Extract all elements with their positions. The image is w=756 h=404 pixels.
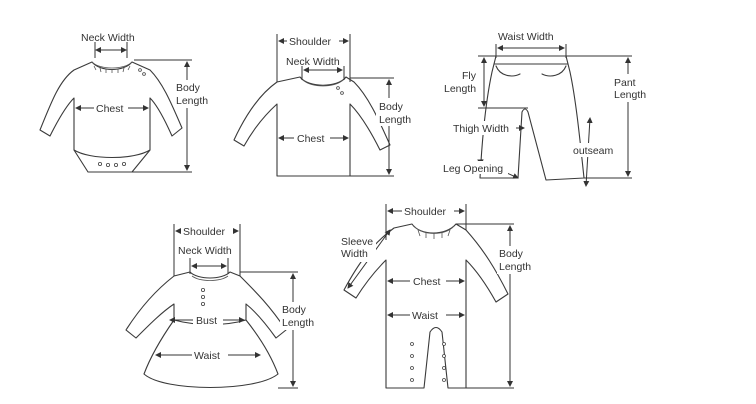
bodysuit-body-length-label-1: Body (176, 82, 201, 94)
bodysuit-figure: Neck Width Body Length Chest (39, 32, 214, 173)
top-body-length-label-2: Length (379, 114, 411, 126)
romper-snap (410, 378, 414, 382)
bodysuit-body-length-label-2: Length (176, 95, 208, 107)
romper-sleeve-width-label-2: Width (341, 248, 368, 260)
pants-leg-opening-label: Leg Opening (443, 163, 503, 175)
romper-figure: Shoulder Sleeve Width Body Length Chest … (340, 204, 537, 389)
top-chest-label: Chest (297, 133, 325, 145)
snap-dot (114, 162, 119, 167)
romper-sleeve-width-label-1: Sleeve (341, 236, 373, 248)
bodysuit-neck-width-label: Neck Width (81, 32, 135, 44)
snap-dot (98, 161, 103, 166)
dress-neck-width-label: Neck Width (178, 245, 232, 257)
bodysuit-snap-flap (73, 149, 151, 159)
dress-body-length-label-1: Body (282, 304, 307, 316)
romper-snap (442, 366, 446, 370)
romper-snap (410, 354, 414, 358)
romper-body-length-label-2: Length (499, 261, 531, 273)
romper-snap (442, 378, 446, 382)
pants-outline (479, 55, 585, 181)
romper-snap (442, 342, 446, 346)
snap-dot (122, 161, 127, 166)
bodysuit-chest-label: Chest (96, 103, 124, 115)
romper-chest-label: Chest (413, 276, 441, 288)
dress-bust-label: Bust (196, 315, 217, 327)
dress-waist-label: Waist (194, 350, 220, 362)
top-neck-width-label: Neck Width (286, 56, 340, 68)
top-outline (233, 76, 391, 177)
romper-outline (343, 223, 509, 389)
dress-shoulder-label: Shoulder (183, 226, 226, 238)
romper-waist-label: Waist (412, 310, 438, 322)
dress-outline (125, 271, 287, 388)
top-button (340, 91, 344, 95)
top-shoulder-label: Shoulder (289, 36, 332, 48)
dress-button (200, 294, 205, 299)
top-button (336, 86, 340, 90)
pants-fly-length-label-2: Length (444, 83, 476, 95)
top-collar (302, 79, 344, 87)
pants-thigh-width-label: Thigh Width (453, 123, 509, 135)
pants-pocket-right (541, 65, 567, 77)
pants-pant-length-label-1: Pant (614, 77, 636, 89)
pants-waist-width-label: Waist Width (498, 31, 554, 43)
dress-figure: Shoulder Neck Width Body Length Bust Wai… (125, 224, 320, 389)
romper-snap (410, 342, 414, 346)
top-body-length-label-1: Body (379, 101, 404, 113)
dress-button (200, 301, 205, 306)
pants-pocket-left (495, 65, 521, 77)
snap-dot (106, 162, 111, 167)
bodysuit-outline (39, 61, 183, 173)
pants-pant-length-label-2: Length (614, 89, 646, 101)
romper-body-length-label-1: Body (499, 248, 524, 260)
dress-button (200, 287, 205, 292)
top-figure: Shoulder Neck Width Body Length Chest (233, 34, 416, 177)
romper-snap (410, 366, 414, 370)
dress-body-length-label-2: Length (282, 317, 314, 329)
dress-collar (191, 275, 229, 281)
pants-outseam-label: outseam (573, 145, 614, 157)
shoulder-snap-dot (138, 68, 142, 72)
romper-collar (413, 225, 455, 239)
pants-fly-length-label-1: Fly (462, 70, 477, 82)
romper-snap (442, 354, 446, 358)
bodysuit-collar (91, 61, 133, 73)
pants-figure: Waist Width Fly Length Pant Length Thigh… (442, 31, 653, 187)
shoulder-snap-dot (142, 72, 146, 76)
romper-shoulder-label: Shoulder (404, 206, 447, 218)
